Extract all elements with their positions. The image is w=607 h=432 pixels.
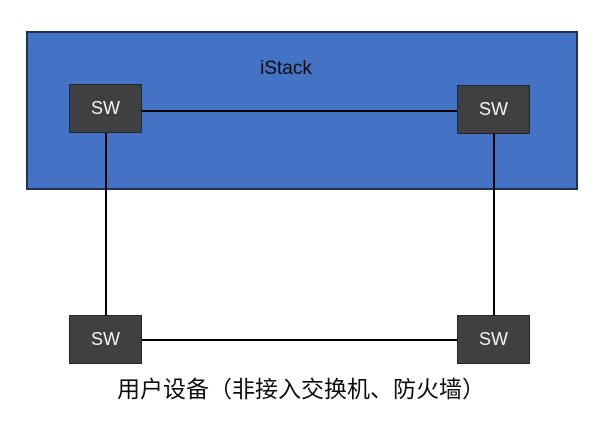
switch-node-top-left: SW: [69, 84, 142, 133]
connector-bottom-horizontal: [142, 339, 457, 341]
switch-node-bottom-right: SW: [457, 315, 530, 364]
switch-node-label: SW: [91, 98, 120, 118]
switch-node-top-right: SW: [457, 85, 530, 134]
connector-right-vertical: [493, 133, 495, 315]
switch-node-bottom-left: SW: [69, 315, 142, 364]
switch-node-label: SW: [479, 329, 508, 349]
connector-left-vertical: [105, 133, 107, 315]
connector-top-horizontal: [142, 110, 457, 112]
switch-node-label: SW: [91, 329, 120, 349]
istack-zone-label: iStack: [260, 58, 312, 79]
switch-node-label: SW: [479, 99, 508, 119]
diagram-caption: 用户设备（非接入交换机、防火墙）: [117, 376, 485, 402]
